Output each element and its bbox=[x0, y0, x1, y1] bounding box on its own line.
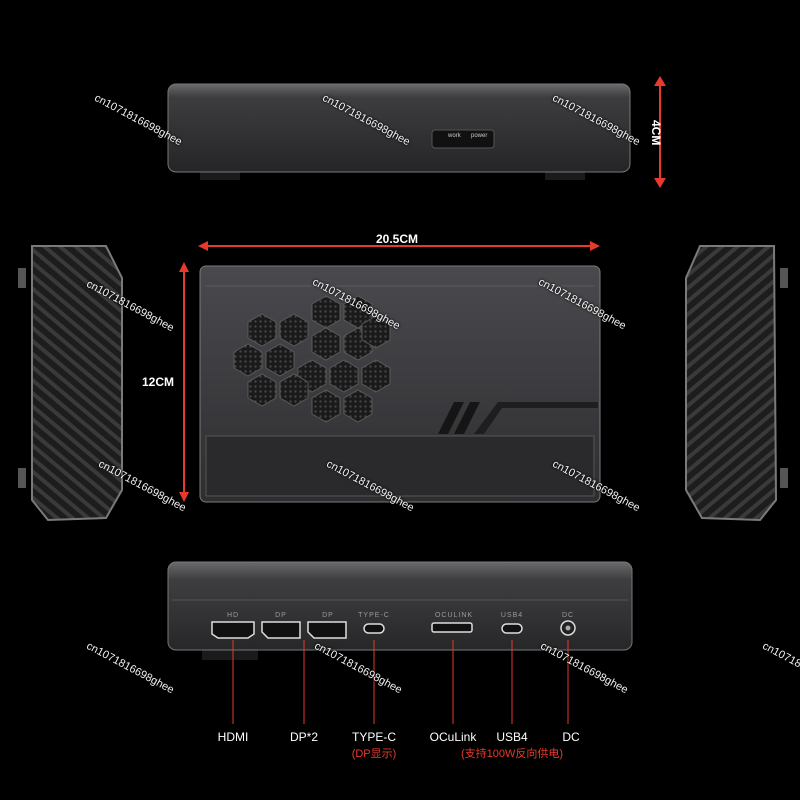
device-label-type-c: TYPE-C bbox=[358, 612, 390, 619]
port-leader-lines bbox=[232, 640, 569, 724]
top-view-device bbox=[199, 265, 601, 503]
port-name-type-c: TYPE-C bbox=[351, 730, 396, 744]
port-name-dp: DP*2 bbox=[289, 730, 318, 744]
port-name-hdmi: HDMI bbox=[217, 730, 249, 744]
depth-dimension-arrow bbox=[179, 262, 189, 502]
port-note-type-c: (DP显示) bbox=[351, 748, 397, 760]
rear-port-view-device bbox=[167, 561, 633, 660]
front-view-device bbox=[167, 83, 631, 180]
device-label-dc: DC bbox=[561, 612, 575, 619]
depth-dimension-label: 12CM bbox=[142, 375, 175, 389]
width-dimension-label: 20.5CM bbox=[376, 232, 419, 246]
height-dimension-label: 4CM bbox=[649, 120, 663, 146]
device-label-usb4: USB4 bbox=[500, 612, 524, 619]
device-label-dp-2: DP bbox=[322, 612, 334, 619]
port-note-usb4: (支持100W反向供电) bbox=[460, 748, 564, 760]
port-name-usb4: USB4 bbox=[496, 730, 528, 744]
device-label-hd: HD bbox=[226, 612, 240, 619]
right-side-view-device bbox=[685, 245, 788, 522]
device-label-dp-1: DP bbox=[275, 612, 287, 619]
device-label-oculink: OCULINK bbox=[434, 612, 474, 619]
height-dimension-arrow bbox=[654, 76, 666, 188]
left-side-view-device bbox=[18, 245, 123, 522]
power-indicator-label: power bbox=[471, 133, 488, 139]
work-indicator-label: work bbox=[448, 133, 461, 139]
port-name-dc: DC bbox=[562, 730, 580, 744]
width-dimension-arrow bbox=[198, 241, 600, 251]
port-name-oculink: OCuLink bbox=[429, 730, 477, 744]
